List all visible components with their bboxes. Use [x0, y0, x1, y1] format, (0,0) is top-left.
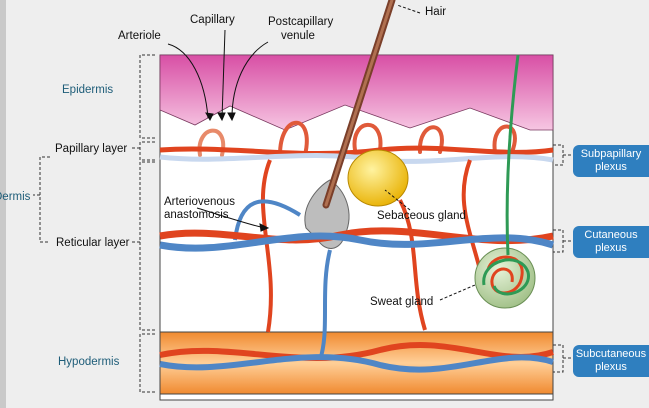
cutaneous-text-1: Cutaneous	[573, 229, 649, 242]
sweat-gland-label: Sweat gland	[370, 296, 433, 309]
hypodermis-layer	[160, 332, 553, 394]
reticular-layer-label: Reticular layer	[56, 237, 130, 250]
subpapillary-text-1: Subpapillary	[573, 148, 649, 161]
subpapillary-plexus-badge: Subpapillary plexus	[573, 145, 649, 177]
postcapillary-label-1: Postcapillary	[268, 16, 333, 29]
dermis-label: Dermis	[0, 191, 32, 204]
papillary-layer-label: Papillary layer	[55, 143, 127, 156]
cutaneous-plexus-badge: Cutaneous plexus	[573, 226, 649, 258]
epidermis-label: Epidermis	[62, 84, 113, 97]
left-brackets	[33, 55, 155, 392]
postcapillary-label-2: venule	[281, 30, 315, 43]
subcutaneous-plexus-badge: Subcutaneous plexus	[573, 345, 649, 377]
subpapillary-text-2: plexus	[573, 161, 649, 174]
hypodermis-label: Hypodermis	[58, 356, 119, 369]
sebaceous-gland-label: Sebaceous gland	[377, 210, 466, 223]
subcutaneous-text-2: plexus	[573, 361, 649, 374]
sebaceous-gland	[348, 150, 408, 206]
arteriovenous-label-2: anastomosis	[164, 209, 229, 222]
hair-label: Hair	[425, 6, 446, 19]
capillary-label: Capillary	[190, 14, 235, 27]
arteriole-label: Arteriole	[118, 30, 161, 43]
right-brackets	[553, 145, 573, 372]
arteriovenous-label-1: Arteriovenous	[164, 196, 235, 209]
cutaneous-text-2: plexus	[573, 242, 649, 255]
subcutaneous-text-1: Subcutaneous	[573, 348, 649, 361]
